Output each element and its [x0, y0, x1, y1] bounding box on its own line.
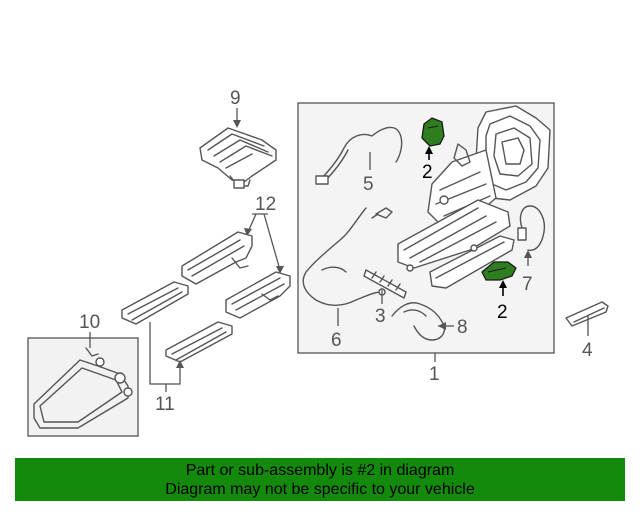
part-2-cover-lower[interactable] — [481, 261, 517, 281]
part-5-cable[interactable] — [315, 126, 403, 185]
part-4-bracket[interactable] — [565, 301, 609, 327]
callout-2a[interactable]: 2 — [422, 162, 433, 183]
callout-1[interactable]: 1 — [429, 364, 440, 385]
clip[interactable] — [371, 207, 393, 219]
part-9-bracket[interactable] — [199, 127, 277, 189]
part-10-harness[interactable] — [33, 347, 133, 429]
callout-6[interactable]: 6 — [331, 330, 342, 351]
callout-8[interactable]: 8 — [457, 317, 468, 338]
part-2-cover-upper[interactable] — [421, 117, 445, 147]
notice-banner: Part or sub-assembly is #2 in diagram Di… — [15, 458, 625, 501]
part-6-cable[interactable] — [302, 207, 386, 306]
callout-2b[interactable]: 2 — [497, 302, 508, 323]
callout-10[interactable]: 10 — [79, 312, 100, 333]
callout-11[interactable]: 11 — [155, 394, 175, 415]
callout-4[interactable]: 4 — [582, 340, 593, 361]
part-7-wire[interactable] — [517, 205, 546, 251]
callout-12[interactable]: 12 — [255, 194, 276, 215]
callout-9[interactable]: 9 — [230, 88, 241, 109]
part-12-rail-lower[interactable] — [225, 271, 291, 319]
part-12-rail-upper[interactable] — [181, 231, 253, 285]
banner-line-2: Diagram may not be specific to your vehi… — [165, 480, 475, 498]
part-11-rail-lower[interactable] — [165, 321, 233, 363]
banner-line-1: Part or sub-assembly is #2 in diagram — [185, 461, 455, 479]
callout-7[interactable]: 7 — [522, 274, 533, 295]
part-3-rod[interactable] — [363, 269, 407, 299]
part-11-rail-upper[interactable] — [121, 281, 189, 325]
leader-11 — [149, 322, 181, 385]
callout-5[interactable]: 5 — [363, 174, 374, 195]
arrow-9 — [233, 120, 241, 128]
seat-frame[interactable] — [397, 105, 551, 289]
callout-3[interactable]: 3 — [375, 306, 386, 327]
parts-diagram: 9 12 11 10 1 — [27, 88, 609, 437]
leader-12 — [247, 213, 281, 271]
